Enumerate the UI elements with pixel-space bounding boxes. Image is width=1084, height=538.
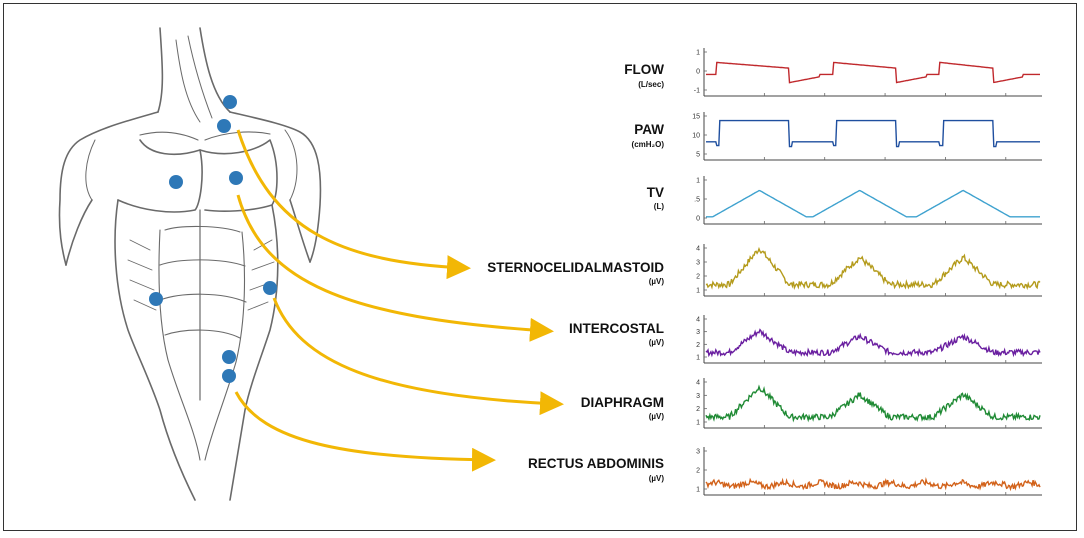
- signal-label: RECTUS ABDOMINIS: [528, 456, 664, 471]
- signal-panels: FLOW(L/sec)10-1PAW(cmH₂O)15105TV(L)1.50S…: [487, 48, 1042, 496]
- electrode-abdomen-upper: [222, 350, 236, 364]
- y-tick-label: 0: [696, 216, 700, 223]
- y-tick-label: 3: [696, 393, 700, 400]
- arrow-intercostal: [236, 194, 554, 342]
- figure-border: [3, 3, 1077, 531]
- signal-panel-flow: FLOW (L/sec) 1 0 -1: [624, 48, 1042, 97]
- signal-label: FLOW: [624, 62, 664, 77]
- arrow-diaphragm: [272, 297, 564, 416]
- y-tick-label: 1: [696, 355, 700, 362]
- arrows: [234, 129, 564, 472]
- y-tick-label: 4: [696, 246, 700, 253]
- y-tick-label: 15: [692, 114, 700, 121]
- y-tick-label: 2: [696, 468, 700, 475]
- signal-unit: (µV): [649, 474, 665, 483]
- electrode-chest-left: [169, 175, 183, 189]
- pectoral-right: [199, 139, 278, 212]
- y-tick-label: 1: [696, 288, 700, 295]
- y-tick-label: 3: [696, 449, 700, 456]
- signal-unit: (µV): [649, 338, 665, 347]
- shoulder-left: [58, 111, 159, 266]
- signal-label: INTERCOSTAL: [569, 321, 664, 336]
- waveform: [705, 477, 1041, 492]
- waveform: [705, 384, 1041, 423]
- y-tick-label: 10: [692, 133, 700, 140]
- signal-panel-paw: PAW (cmH₂O) 15 10 5: [632, 112, 1042, 161]
- electrode-neck-upper: [223, 95, 237, 109]
- waveform: [706, 61, 1040, 84]
- electrode-neck-lower: [217, 119, 231, 133]
- electrode-abdomen-lower: [222, 369, 236, 383]
- shoulder-right: [229, 111, 322, 263]
- y-tick-label: 4: [696, 380, 700, 387]
- electrodes: [149, 95, 277, 383]
- signal-unit: (L): [654, 202, 665, 211]
- waveform: [706, 119, 1040, 148]
- signal-label: TV: [647, 185, 664, 200]
- y-tick-label: 3: [696, 329, 700, 336]
- torso-sketch: [58, 27, 322, 501]
- y-tick-label: 1: [696, 50, 700, 57]
- signal-unit: (L/sec): [638, 80, 664, 89]
- y-tick-label: 1: [696, 420, 700, 427]
- y-tick-label: 2: [696, 342, 700, 349]
- waveform: [705, 328, 1041, 358]
- pectoral-left: [117, 139, 203, 213]
- y-tick-label: -1: [694, 88, 700, 95]
- y-tick-label: 1: [696, 487, 700, 494]
- y-tick-label: .5: [694, 197, 700, 204]
- neck-outline: [157, 27, 231, 113]
- electrode-chest-right: [229, 171, 243, 185]
- waveform: [705, 246, 1041, 291]
- signal-unit: (µV): [649, 277, 665, 286]
- signal-panel-rectus-abdominis: RECTUS ABDOMINIS (µV) 3 2 1: [528, 447, 1042, 496]
- signal-label: DIAPHRAGM: [581, 395, 664, 410]
- signal-panel-diaphragm: DIAPHRAGM (µV) 4 3 2 1: [581, 378, 1042, 429]
- torso-side-left: [114, 199, 196, 501]
- signal-panel-sternocelidalmastoid: STERNOCELIDALMASTOID (µV) 4 3 2 1: [487, 244, 1042, 297]
- torso-side-right: [229, 204, 279, 501]
- electrode-flank-left: [149, 292, 163, 306]
- y-tick-label: 2: [696, 274, 700, 281]
- y-tick-label: 3: [696, 260, 700, 267]
- electrode-flank-right: [263, 281, 277, 295]
- y-tick-label: 5: [696, 152, 700, 159]
- y-tick-label: 0: [696, 69, 700, 76]
- signal-unit: (µV): [649, 412, 665, 421]
- signal-label: PAW: [634, 122, 664, 137]
- signal-label: STERNOCELIDALMASTOID: [487, 260, 664, 275]
- arrow-rectus-abdominis: [234, 391, 496, 472]
- y-tick-label: 1: [696, 178, 700, 185]
- waveform: [706, 189, 1040, 218]
- arrow-sternocleidomastoid: [236, 129, 471, 280]
- signal-unit: (cmH₂O): [632, 140, 665, 149]
- y-tick-label: 2: [696, 406, 700, 413]
- y-tick-label: 4: [696, 317, 700, 324]
- signal-panel-tv: TV (L) 1 .5 0: [647, 176, 1042, 225]
- signal-panel-intercostal: INTERCOSTAL (µV) 4 3 2 1: [569, 315, 1042, 364]
